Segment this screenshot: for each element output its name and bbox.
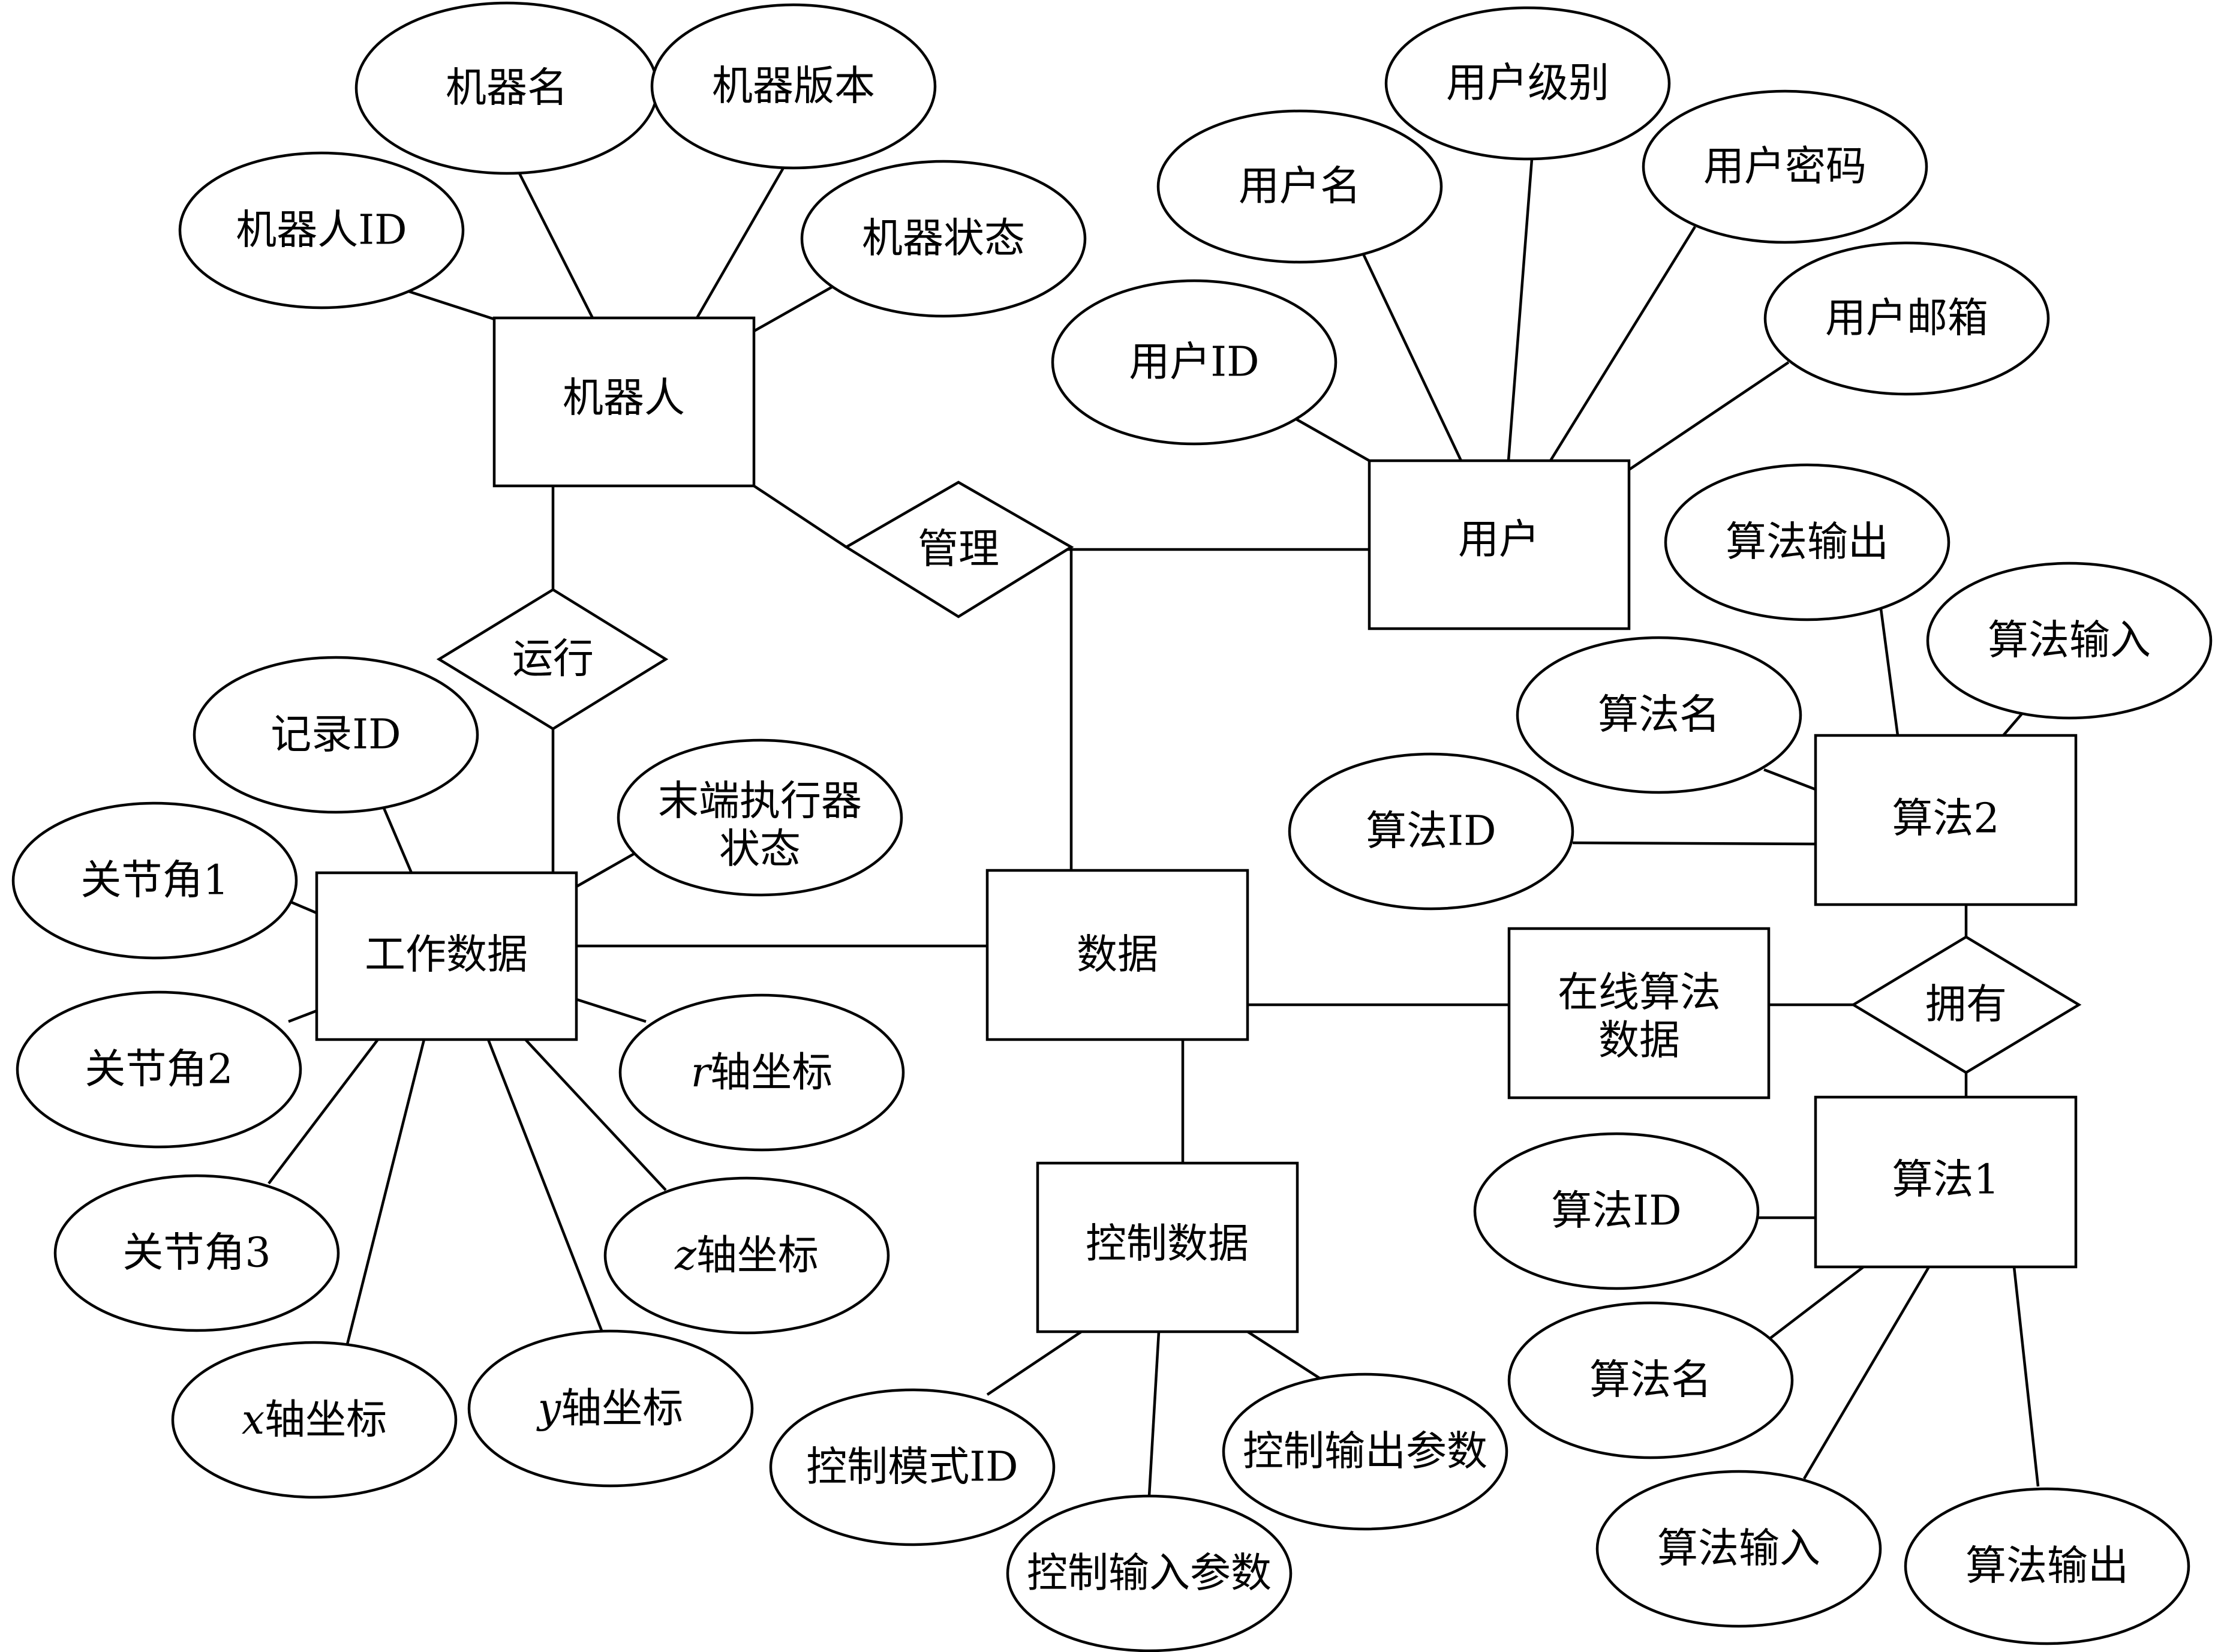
entity-algo2: 算法2 [1814,734,2078,906]
attr-algo2-name: 算法名 [1516,636,1802,794]
attr-r-axis-label: r轴坐标 [691,1049,833,1097]
attr-user-password: 用户密码 [1642,89,1928,244]
entity-data: 数据 [985,869,1249,1041]
attr-robot-status: 机器状态 [800,160,1087,318]
attr-algo1-id: 算法ID [1473,1132,1760,1290]
attr-control-mode-id-label: 控制模式ID [806,1444,1018,1491]
attr-control-input-params: 控制输入参数 [1006,1494,1293,1652]
entity-user: 用户 [1368,459,1631,630]
attr-r-axis-var: r [691,1049,713,1097]
relationship-own-label: 拥有 [1925,981,2007,1029]
attr-z-axis-text: 轴坐标 [696,1232,819,1279]
attr-z-axis-var: z [674,1232,697,1279]
attr-joint-angle-3-label: 关节角3 [122,1230,271,1277]
entity-robot-label: 机器人 [563,375,685,422]
relationship-own: 拥有 [1850,935,2082,1074]
attr-z-axis: z轴坐标 [603,1176,890,1335]
attr-control-mode-id: 控制模式ID [769,1388,1056,1546]
relationship-run: 运行 [436,588,669,731]
attr-user-name: 用户名 [1156,109,1443,264]
attr-joint-angle-2: 关节角2 [16,990,302,1149]
attr-x-axis-label: x轴坐标 [242,1396,387,1444]
attr-robot-status-label: 机器状态 [862,215,1025,263]
attr-algo1-output-label: 算法输出 [1965,1543,2129,1590]
attr-algo2-name-label: 算法名 [1598,692,1720,739]
attr-x-axis: x轴坐标 [171,1341,458,1499]
attr-joint-angle-3: 关节角3 [53,1174,340,1332]
attr-control-output-params-label: 控制输出参数 [1243,1428,1487,1476]
entity-online-algo-data-label-line2: 数据 [1598,1017,1680,1065]
attr-robot-version-label: 机器版本 [712,63,875,110]
entity-data-label: 数据 [1077,932,1158,979]
attr-algo1-input: 算法输入 [1595,1470,1882,1628]
attr-algo2-id-label: 算法ID [1366,808,1496,855]
entity-robot: 机器人 [492,316,756,488]
attr-algo1-id-label: 算法ID [1551,1188,1681,1235]
attr-robot-name: 机器名 [354,1,659,175]
attr-user-id: 用户ID [1051,279,1338,446]
attr-algo2-id: 算法ID [1288,752,1574,911]
attr-algo2-output: 算法输出 [1664,463,1950,621]
attr-x-axis-var: x [242,1396,265,1444]
attr-r-axis: r轴坐标 [618,993,905,1152]
attr-user-email-label: 用户邮箱 [1825,295,1988,343]
attr-joint-angle-1: 关节角1 [11,801,298,960]
attr-user-id-label: 用户ID [1129,339,1259,386]
attr-y-axis: y轴坐标 [467,1329,754,1488]
entity-work-data-label: 工作数据 [365,932,528,979]
attr-end-effector-status: 末端执行器 状态 [617,738,903,897]
attr-algo1-name: 算法名 [1507,1301,1794,1459]
entity-user-label: 用户 [1458,516,1540,564]
attr-r-axis-text: 轴坐标 [710,1049,832,1097]
attr-robot-version: 机器版本 [650,3,937,170]
entity-algo2-label: 算法2 [1892,795,1999,843]
attr-robot-name-label: 机器名 [446,65,568,112]
attr-joint-angle-1-label: 关节角1 [80,857,229,905]
attr-algo1-output: 算法输出 [1904,1487,2190,1645]
entity-work-data: 工作数据 [315,871,578,1041]
attr-record-id-label: 记录ID [271,711,401,759]
attr-y-axis-text: 轴坐标 [561,1385,683,1432]
attr-algo2-input: 算法输入 [1926,561,2213,720]
relationship-manage: 管理 [843,480,1074,618]
attr-z-axis-label: z轴坐标 [674,1232,819,1279]
entity-control-data: 控制数据 [1036,1161,1299,1333]
attr-x-axis-text: 轴坐标 [265,1396,387,1444]
attr-user-name-label: 用户名 [1239,163,1361,211]
attr-user-level: 用户级别 [1384,6,1671,161]
connection-lines [268,158,2040,1497]
attr-record-id: 记录ID [193,656,479,814]
attr-joint-angle-2-label: 关节角2 [85,1046,233,1094]
entity-control-data-label: 控制数据 [1086,1221,1249,1268]
attr-end-effector-status-label-line1: 末端执行器 [658,778,862,825]
attr-algo1-name-label: 算法名 [1589,1357,1712,1404]
attr-y-axis-label: y轴坐标 [536,1385,683,1432]
relationship-manage-label: 管理 [918,526,999,573]
attr-algo2-input-label: 算法输入 [1988,617,2151,665]
attr-user-email: 用户邮箱 [1763,241,2050,396]
attr-algo2-output-label: 算法输出 [1726,519,1889,566]
attr-robot-id: 机器人ID [178,151,465,310]
attr-algo1-input-label: 算法输入 [1657,1525,1820,1573]
entity-online-algo-data: 在线算法 数据 [1507,927,1771,1100]
entity-algo1: 算法1 [1814,1095,2078,1269]
relationship-run-label: 运行 [512,636,594,683]
entity-algo1-label: 算法1 [1892,1157,1999,1204]
attr-robot-id-label: 机器人ID [236,207,407,254]
attr-end-effector-status-label-line2: 状态 [719,826,801,873]
entity-online-algo-data-label-line1: 在线算法 [1558,969,1721,1017]
attr-user-level-label: 用户级别 [1446,60,1609,107]
attr-y-axis-var: y [536,1385,562,1432]
attr-user-password-label: 用户密码 [1703,143,1867,191]
attr-control-input-params-label: 控制输入参数 [1027,1550,1272,1597]
attr-control-output-params: 控制输出参数 [1222,1372,1508,1531]
